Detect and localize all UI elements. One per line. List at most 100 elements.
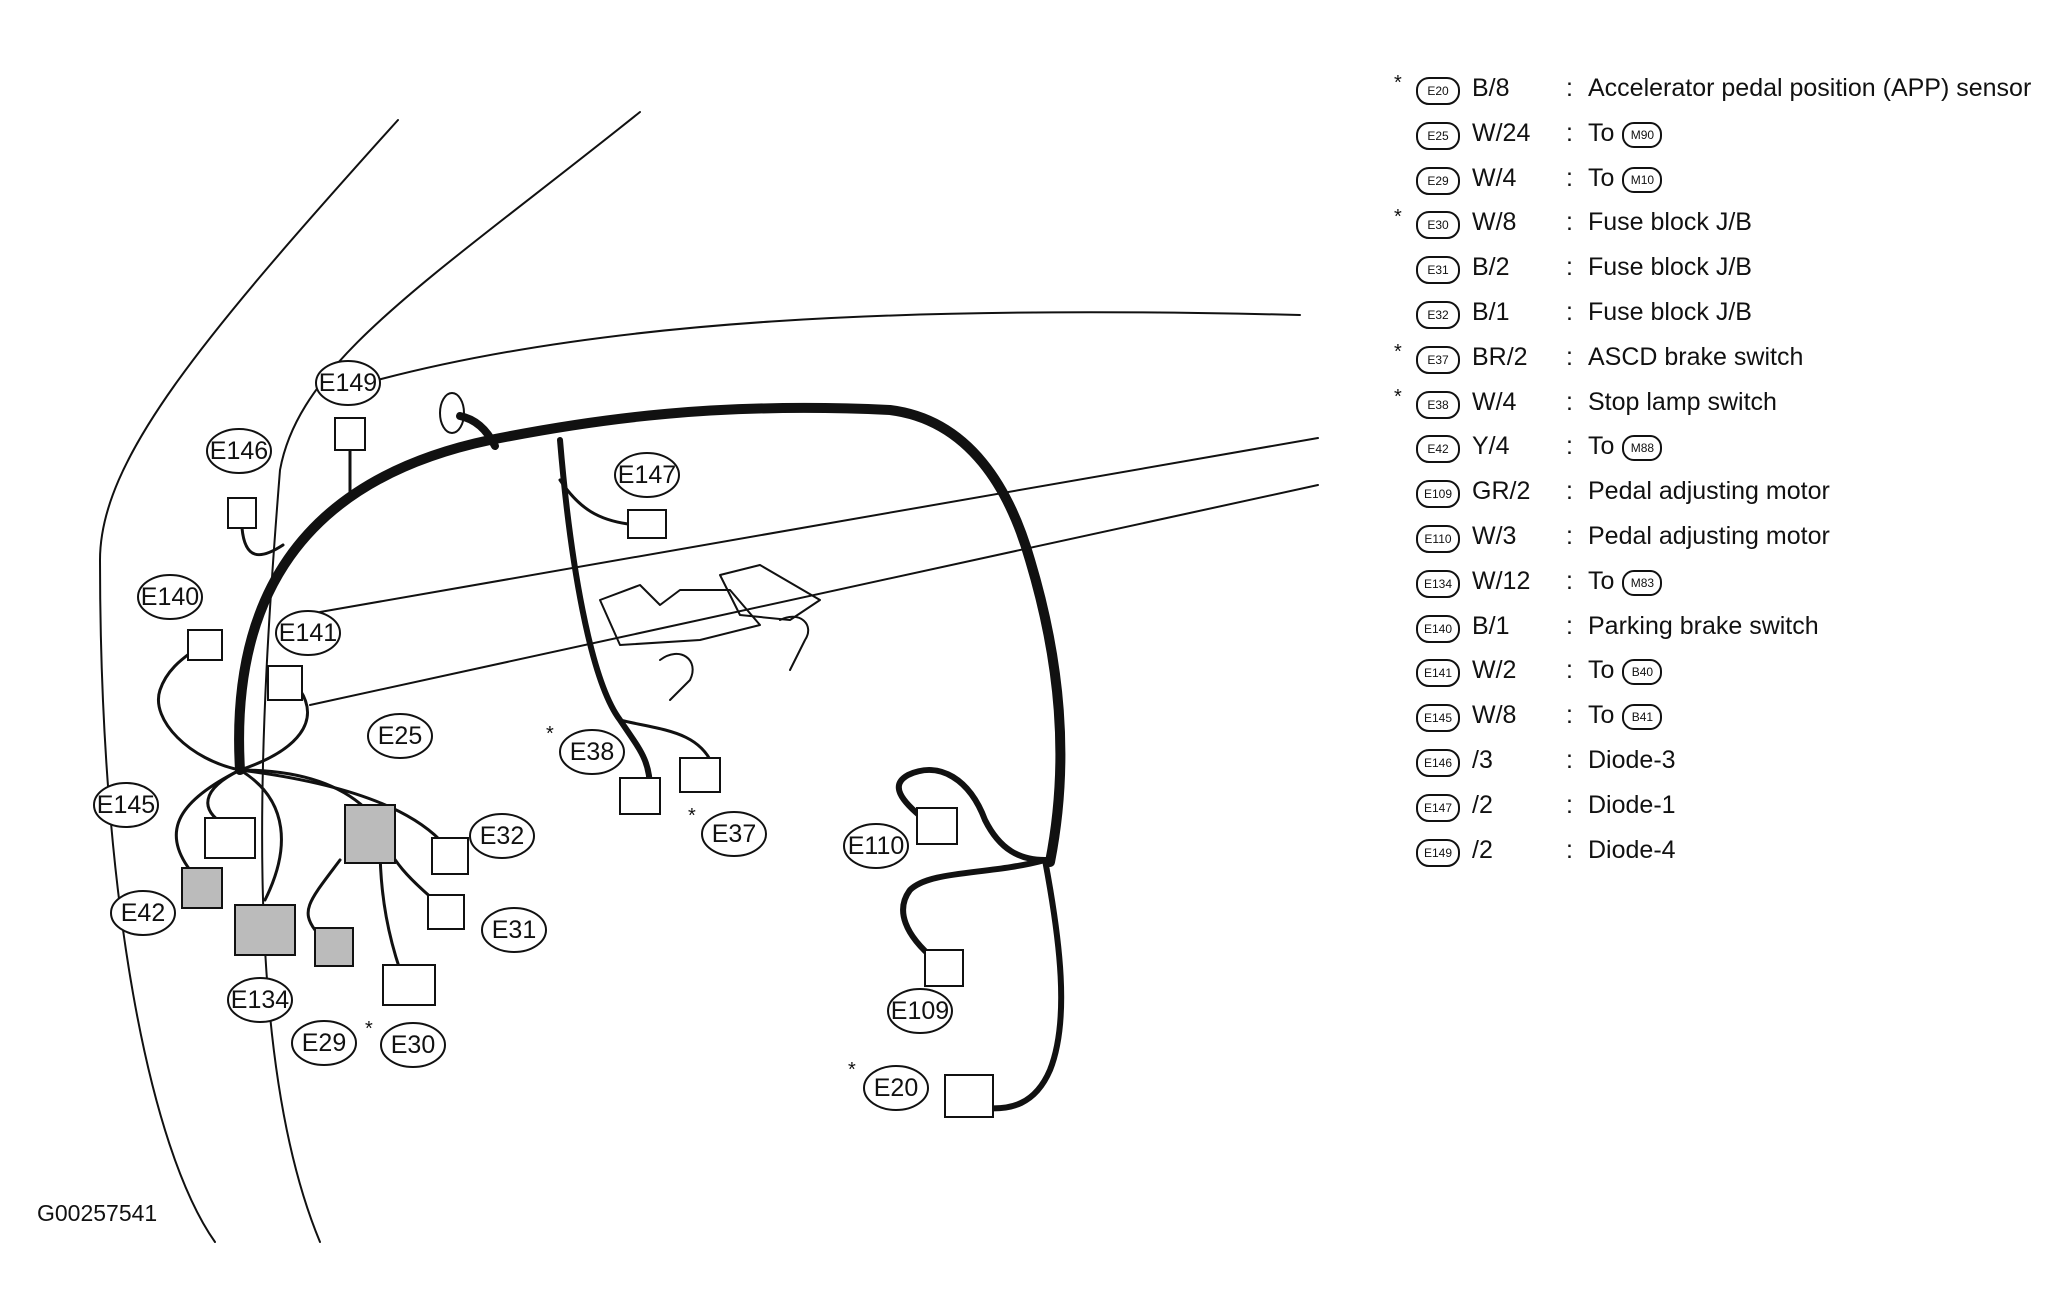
legend-star: * [1394,385,1402,408]
label-e32: E32 [480,822,524,850]
legend-colon: : [1566,745,1573,774]
legend-description: Fuse block J/B [1588,253,1752,282]
legend-colon: : [1566,835,1573,864]
label-bubble-e146 [206,428,272,474]
legend-wire-spec: B/2 [1472,253,1510,282]
legend-connector-id: E29 [1416,166,1460,195]
label-bubble-e30 [380,1022,446,1068]
legend-target-connector: M83 [1622,569,1663,596]
star-e38: * [546,723,554,745]
label-bubble-e32 [469,813,535,859]
label-e141: E141 [279,619,337,647]
label-e109: E109 [891,997,949,1025]
legend-description: Diode-3 [1588,745,1676,774]
legend-wire-spec: W/12 [1472,566,1531,595]
legend-connector-id: E31 [1416,256,1460,285]
legend-connector-id: E141 [1416,659,1460,688]
connector-e38 [619,777,661,815]
legend-wire-spec: W/4 [1472,163,1517,192]
legend-connector-id: E109 [1416,480,1460,509]
legend-connector-id: E42 [1416,435,1460,464]
legend-description: Parking brake switch [1588,611,1819,640]
legend-connector-id: E30 [1416,211,1460,240]
legend-description-group: Accelerator pedal position (APP) sensor [1588,74,2031,103]
legend-target-connector: M88 [1622,435,1663,462]
label-bubble-e134 [227,977,293,1023]
label-e149: E149 [319,369,377,397]
label-e146: E146 [210,437,268,465]
legend-colon: : [1566,74,1573,102]
legend-star: * [1394,340,1402,363]
wire-e32 [238,768,442,842]
connector-e37 [679,757,721,793]
label-e145: E145 [97,791,155,819]
legend-description: Stop lamp switch [1588,387,1777,416]
legend-connector-id: E134 [1416,569,1460,598]
legend-description-group: Pedal adjusting motor [1588,522,1830,551]
legend-colon: : [1566,701,1573,730]
legend-wire-spec: W/2 [1472,656,1517,685]
label-e134: E134 [231,986,289,1014]
connector-e110 [916,807,958,845]
legend-wire-spec: B/1 [1472,297,1510,326]
label-e38: E38 [570,738,614,766]
wire-e25 [238,768,367,810]
pedal-arm-2 [779,615,810,671]
branch-e37 [618,718,716,770]
star-e20: * [848,1059,856,1081]
connector-e140 [187,629,223,661]
label-bubble-e145 [93,782,159,828]
legend-description-group: Diode-1 [1588,791,1676,820]
legend-colon: : [1566,208,1573,237]
connector-e31 [427,894,465,930]
legend-colon: : [1566,387,1573,416]
label-bubble-e42 [110,890,176,936]
legend-description: To [1588,118,1615,147]
legend-description: To [1588,432,1615,461]
legend-wire-spec: W/3 [1472,521,1517,550]
legend-target-connector: M10 [1622,166,1663,193]
connector-e42 [181,867,223,909]
legend-wire-spec: B/1 [1472,611,1510,640]
label-e31: E31 [492,916,536,944]
legend-colon: : [1566,611,1573,640]
legend-connector-id: E146 [1416,748,1460,777]
legend-connector-id: E145 [1416,704,1460,733]
legend-colon: : [1566,163,1573,192]
legend-description-group: Fuse block J/B [1588,298,1752,327]
brake-pedal-bracket [599,584,761,646]
legend-target-connector: M90 [1622,121,1663,148]
legend-wire-spec: W/24 [1472,118,1531,147]
legend-description-group: ASCD brake switch [1588,343,1803,372]
legend-colon: : [1566,297,1573,326]
label-bubble-e109 [887,988,953,1034]
branch-e38 [557,437,653,793]
dash-line-1 [369,311,1301,383]
legend-description: Pedal adjusting motor [1588,477,1830,506]
legend-wire-spec: Y/4 [1472,432,1510,461]
legend-connector-id: E20 [1416,77,1460,105]
legend-star: * [1394,72,1402,94]
legend-connector-id: E32 [1416,300,1460,329]
legend-wire-spec: W/4 [1472,387,1517,416]
legend-connector-id: E37 [1416,345,1460,374]
star-e30: * [365,1018,373,1040]
legend-description: Pedal adjusting motor [1588,521,1830,550]
connector-e20 [944,1074,994,1118]
branch-e20 [982,857,1065,1112]
label-bubble-e110 [843,823,909,869]
body-outline-inner [261,111,641,1243]
legend-description-group: Diode-3 [1588,746,1676,775]
label-e110: E110 [848,832,905,860]
legend-colon: : [1566,656,1573,685]
